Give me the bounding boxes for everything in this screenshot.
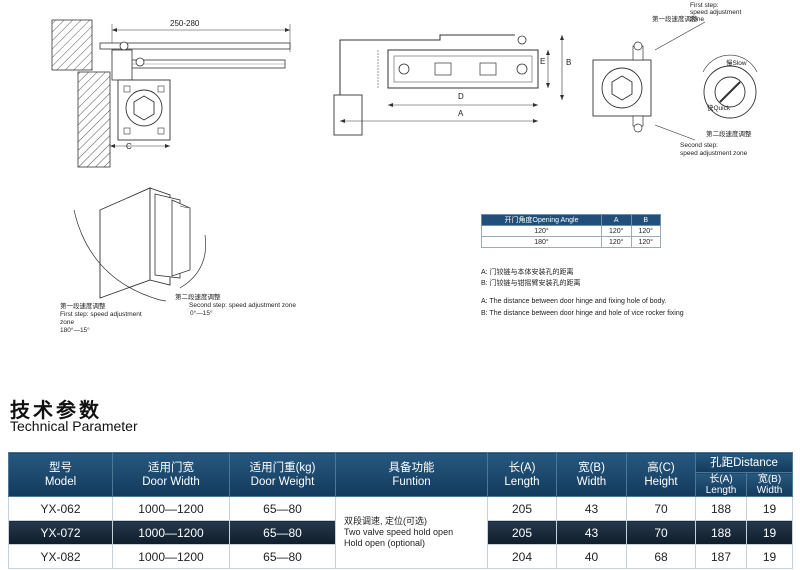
cell-length: 205 [487,520,557,545]
section-title-cn: 技术参数 [10,400,102,422]
door-first-range: 180°—15° [60,327,90,334]
valve-detail [592,21,758,141]
note-b-cn: B: 门铰链与钳摇臂安装孔的距离 [481,280,581,287]
door-first-en-2: zone [60,319,75,326]
cell-dist-width: 19 [746,496,793,521]
cell-height: 70 [626,520,696,545]
cell-model: YX-072 [8,520,113,545]
second-step-cn: 第二段速度调整 [706,131,752,138]
first-step-en-2: speed adjustment [690,9,742,16]
closer-top-view [333,34,564,136]
cell-model: YX-082 [8,544,113,569]
cell-dist-width: 19 [746,544,793,569]
cell-dist-width: 19 [746,520,793,545]
dim-b-label: B [566,58,572,67]
mounting-drawing [51,19,291,168]
header-distance: 孔距Distance [695,452,793,473]
angle-header-opening: 开门角度Opening Angle [481,214,602,226]
second-step-en-1: Second step: [680,142,718,149]
note-a-en: A: The distance between door hinge and f… [481,298,667,305]
angle-cell: 120° [630,225,661,237]
slow-label: 慢Slow [726,60,747,67]
cell-door-width: 1000—1200 [112,520,230,545]
cell-dist-length: 188 [695,520,747,545]
note-a-cn: A: 门铰链与本体安装孔的距离 [481,269,574,276]
first-step-cn: 第一段速度调整 [652,16,698,23]
cell-door-weight: 65—80 [229,496,336,521]
door-opening-drawing [73,187,207,302]
cell-door-width: 1000—1200 [112,544,230,569]
angle-header-b: B [630,214,661,226]
cell-door-weight: 65—80 [229,520,336,545]
door-second-cn: 第二段速度调整 [175,294,221,301]
header-distance-width: 宽(B)Width [746,472,793,497]
cell-door-weight: 65—80 [229,544,336,569]
cell-dist-length: 187 [695,544,747,569]
second-step-en-2: speed adjustment zone [680,150,748,157]
header-height: 高(C)Height [626,452,696,497]
angle-cell: 120° [601,236,632,248]
header-door-weight: 适用门重(kg)Door Weight [229,452,336,497]
door-first-en-1: First step: speed adjustment [60,311,142,318]
header-width: 宽(B)Width [556,452,627,497]
table-row: 180° 120° 120° [481,236,661,248]
angle-cell: 120° [630,236,661,248]
cell-width: 43 [556,520,627,545]
first-step-en-1: First step: [690,2,719,9]
door-first-cn: 第一段速度调整 [60,303,106,310]
dim-c-label: C [126,142,132,151]
quick-label: 快Quick [707,105,731,112]
door-second-en: Second step: speed adjustment zone [189,302,296,309]
cell-height: 70 [626,496,696,521]
cell-function: 双段调速, 定位(可选) Two valve speed hold open H… [335,496,488,569]
table-row: 120° 120° 120° [481,225,661,237]
cell-length: 205 [487,496,557,521]
cell-height: 68 [626,544,696,569]
dim-e-label: E [540,57,546,66]
cell-width: 40 [556,544,627,569]
cell-door-width: 1000—1200 [112,496,230,521]
angle-cell: 180° [481,236,602,248]
opening-angle-table: 开门角度Opening Angle A B 120° 120° 120° 180… [481,214,661,248]
header-distance-length: 长(A)Length [695,472,747,497]
dim-250-280: 250-280 [170,19,200,28]
header-length: 长(A)Length [487,452,557,497]
dim-a-label: A [458,109,464,118]
angle-cell: 120° [481,225,602,237]
first-step-en-3: zone [690,16,705,23]
table-row: YX-062 1000—1200 65—80 双段调速, 定位(可选) Two … [8,496,793,569]
cell-length: 204 [487,544,557,569]
dim-d-label: D [458,92,464,101]
note-b-en: B: The distance between door hinge and h… [481,310,684,317]
angle-header-a: A [601,214,632,226]
door-second-range: 0°—15° [190,310,213,317]
cell-dist-length: 188 [695,496,747,521]
section-title-en: Technical Parameter [10,418,138,434]
cell-width: 43 [556,496,627,521]
cell-model: YX-062 [8,496,113,521]
angle-cell: 120° [601,225,632,237]
table-row: YX-082 1000—1200 65—80 204 40 68 187 19 [8,544,793,569]
